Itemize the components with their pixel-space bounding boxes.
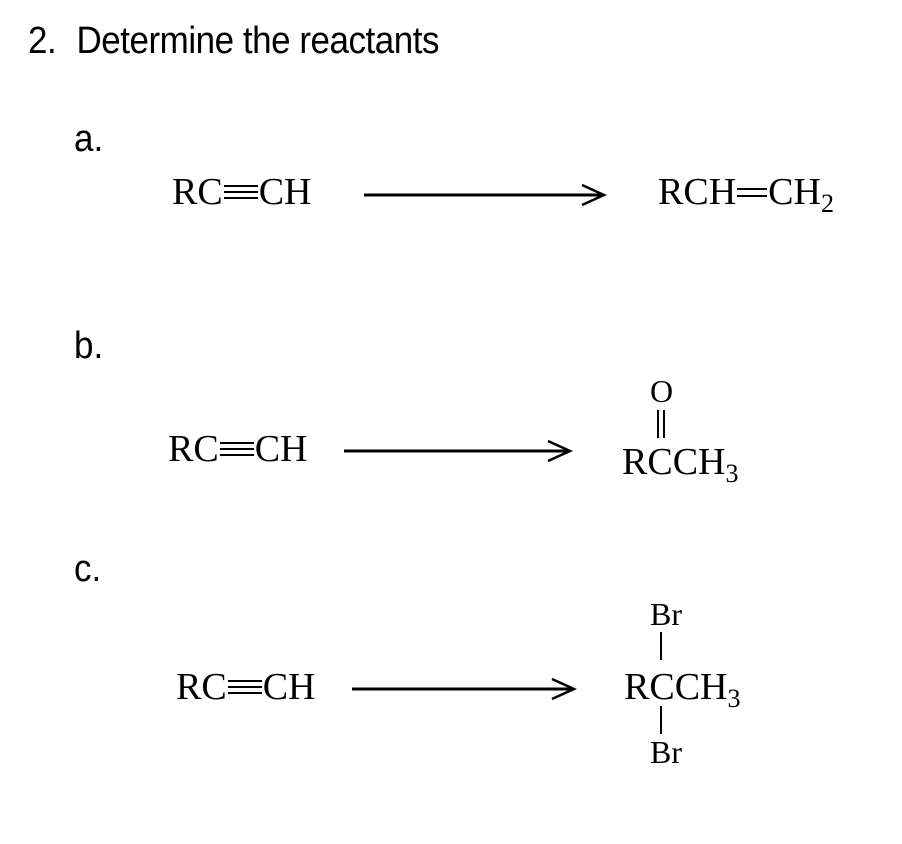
part-a-reactant-right: CH (258, 171, 312, 213)
part-b-product: RCCH3 (622, 441, 738, 487)
part-a-arrow (364, 183, 608, 207)
triple-bond (223, 183, 258, 201)
bond-bottom (660, 706, 662, 734)
part-b-reactant: RC CH (168, 430, 308, 468)
part-b-reactant-right: CH (254, 428, 308, 470)
triple-bond (227, 678, 262, 696)
carbonyl-bond-2 (663, 410, 665, 438)
part-c-reactant-left: RC (176, 666, 227, 708)
part-c-label: c. (74, 548, 102, 590)
part-b-product-subscript: 3 (725, 459, 739, 488)
part-a-product: RCH CH2 (658, 171, 834, 217)
part-a-product-right: CH (768, 171, 821, 213)
part-a-reactant: RC CH (172, 173, 312, 211)
part-c-product-subscript: 3 (727, 684, 741, 713)
bromine-bottom: Br (650, 734, 682, 770)
question-text: Determine the reactants (76, 20, 439, 62)
bond-top (660, 632, 662, 660)
part-b-reactant-left: RC (168, 428, 219, 470)
part-b-product-main: RCCH (622, 441, 726, 483)
part-c-product-main: RCCH (624, 666, 728, 708)
part-a-label: a. (74, 118, 104, 160)
double-bond (737, 186, 768, 198)
part-c-product: RCCH3 (624, 666, 740, 712)
part-c-reactant: RC CH (176, 668, 316, 706)
part-a-reactant-left: RC (172, 171, 223, 213)
part-b-label: b. (74, 325, 104, 367)
part-a-product-subscript: 2 (820, 189, 834, 218)
part-b-arrow (344, 439, 574, 463)
carbonyl-bond-1 (657, 410, 659, 438)
part-c-arrow (352, 677, 578, 701)
question-heading: 2. Determine the reactants (28, 20, 439, 63)
triple-bond (219, 440, 254, 458)
part-c-reactant-right: CH (262, 666, 316, 708)
bromine-top: Br (650, 596, 682, 632)
question-number: 2. (28, 20, 57, 62)
part-a-product-left: RCH (658, 171, 737, 213)
carbonyl-oxygen: O (650, 373, 674, 409)
